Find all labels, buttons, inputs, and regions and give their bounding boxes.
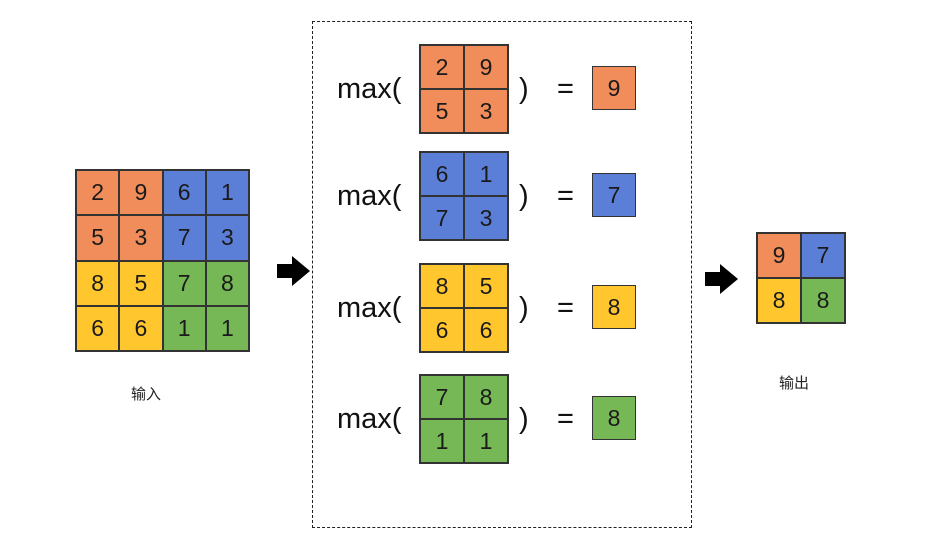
input-cell: 1 [162,305,206,351]
input-cell: 1 [205,170,249,216]
window-cell: 1 [464,419,508,463]
input-cell: 1 [205,305,249,351]
max-function-label: max( [337,180,402,212]
output-matrix: 9 7 8 8 [756,232,846,324]
output-cell: 7 [801,233,845,278]
pooling-operations-box [312,21,692,528]
max-result: 9 [592,66,636,110]
equals-sign: = [557,73,574,105]
window-cell: 7 [420,196,464,240]
equals-sign: = [557,180,574,212]
input-matrix: 2 9 6 1 5 3 7 3 8 5 7 8 6 6 1 1 [75,169,250,352]
input-cell: 7 [162,215,206,261]
max-result: 8 [592,285,636,329]
window-cell: 5 [420,89,464,133]
window-cell: 2 [420,45,464,89]
input-cell: 5 [119,260,163,306]
max-result: 7 [592,173,636,217]
window-cell: 1 [464,152,508,196]
window-cell: 8 [420,264,464,308]
window-cell: 1 [420,419,464,463]
input-cell: 6 [162,170,206,216]
input-label: 输入 [131,385,162,403]
right-arrow-icon [705,264,738,294]
max-function-label: max( [337,292,402,324]
output-cell: 8 [757,278,801,323]
input-cell: 8 [76,260,120,306]
input-cell: 5 [76,215,120,261]
max-result: 8 [592,396,636,440]
input-cell: 3 [205,215,249,261]
window-cell: 5 [464,264,508,308]
output-cell: 8 [801,278,845,323]
equals-sign: = [557,292,574,324]
output-cell: 9 [757,233,801,278]
window-cell: 6 [464,308,508,352]
window-cell: 6 [420,308,464,352]
max-function-label: max( [337,73,402,105]
close-paren: ) [519,403,529,435]
window-cell: 8 [464,375,508,419]
close-paren: ) [519,180,529,212]
close-paren: ) [519,73,529,105]
input-cell: 7 [162,260,206,306]
right-arrow-icon [277,256,310,286]
input-cell: 3 [119,215,163,261]
window-cell: 7 [420,375,464,419]
window-cell: 3 [464,89,508,133]
equals-sign: = [557,403,574,435]
window-cell: 6 [420,152,464,196]
input-cell: 9 [119,170,163,216]
input-cell: 2 [76,170,120,216]
output-label: 输出 [779,374,810,392]
input-cell: 8 [205,260,249,306]
close-paren: ) [519,292,529,324]
window-cell: 9 [464,45,508,89]
max-function-label: max( [337,403,402,435]
input-cell: 6 [119,305,163,351]
window-cell: 3 [464,196,508,240]
input-cell: 6 [76,305,120,351]
